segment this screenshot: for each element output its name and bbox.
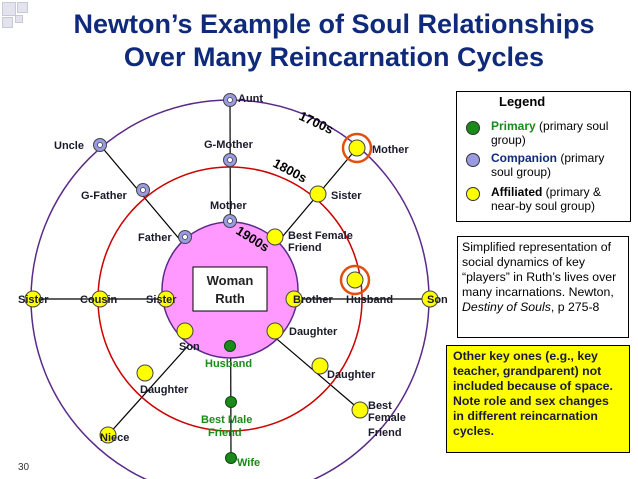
label-sister-upper: Sister xyxy=(331,190,362,202)
primary-labels: Husband Best Male Friend Wife xyxy=(201,358,260,469)
affiliated-node-son-lower xyxy=(176,322,194,340)
label-niece: Niece xyxy=(100,432,129,444)
slide-title-line2: Over Many Reincarnation Cycles xyxy=(123,42,545,72)
center-label-1: Woman xyxy=(207,273,254,288)
note-book: Destiny of Souls xyxy=(462,300,551,314)
label-brother: Brother xyxy=(293,294,333,306)
label-sister-inner: Sister xyxy=(146,294,177,306)
legend-primary-text: Primary (primary soul group) xyxy=(491,119,629,147)
callout-text: Other key ones (e.g., key teacher, grand… xyxy=(453,349,613,438)
legend-affiliated-rest: (primary & near-by soul group) xyxy=(491,185,602,213)
primary-dot-icon xyxy=(466,121,480,135)
label-uncle: Uncle xyxy=(54,140,84,152)
slide-title: Newton’s Example of Soul Relationships O… xyxy=(40,8,628,74)
legend-box: Legend Primary (primary soul group) Comp… xyxy=(456,91,631,222)
note-text: Simplified representation of social dyna… xyxy=(462,240,617,299)
label-gfather: G-Father xyxy=(81,190,128,202)
legend-primary-label: Primary xyxy=(491,119,536,133)
primary-node-wife xyxy=(225,452,237,464)
label-mother-outer: Mother xyxy=(372,144,409,156)
affiliated-dot-icon xyxy=(466,187,480,201)
companion-node-gmother-core xyxy=(227,157,233,163)
callout-box: Other key ones (e.g., key teacher, grand… xyxy=(446,345,630,453)
affiliated-node-daughter-left xyxy=(136,364,154,382)
affiliated-node-son xyxy=(421,290,439,308)
note-box: Simplified representation of social dyna… xyxy=(457,236,629,338)
primary-node-husband xyxy=(224,340,236,352)
highlight-ring-husband xyxy=(339,264,371,296)
companion-dot-icon xyxy=(466,153,480,167)
label-best-female-1: Best xyxy=(368,400,392,412)
center-box xyxy=(192,266,268,312)
note-pages: , p 275-8 xyxy=(550,300,600,314)
primary-nodes xyxy=(224,340,237,464)
label-aunt: Aunt xyxy=(238,93,263,105)
label-daughter-inner: Daughter xyxy=(289,326,338,338)
label-son-right: Son xyxy=(427,294,448,306)
affiliated-node-sister-left xyxy=(24,290,42,308)
affiliated-node-mother xyxy=(348,139,366,157)
label-best-male-friend-2: Friend xyxy=(208,427,242,439)
companion-node-gfather-core xyxy=(140,187,146,193)
corner-decoration xyxy=(0,0,32,34)
legend-title: Legend xyxy=(499,94,546,109)
affiliated-node-sister-inner xyxy=(157,290,175,308)
label-son-lower: Son xyxy=(179,341,200,353)
label-best-female-3: Friend xyxy=(368,427,402,439)
label-husband-green: Husband xyxy=(205,358,252,370)
affiliated-node-best-female xyxy=(351,401,369,419)
label-mother-inner: Mother xyxy=(210,200,247,212)
affiliated-node-sister xyxy=(309,185,327,203)
label-daughter-left: Daughter xyxy=(140,384,189,396)
companion-node-uncle-core xyxy=(97,142,103,148)
label-wife: Wife xyxy=(237,457,260,469)
page-number: 30 xyxy=(18,462,30,473)
center-label-2: Ruth xyxy=(215,291,245,306)
label-best-female-friend-1: Best Female xyxy=(288,230,353,242)
affiliated-node-daughter-inner xyxy=(266,322,284,340)
affiliated-node-daughter-right xyxy=(311,357,329,375)
affiliated-node-niece xyxy=(99,426,117,444)
legend-companion-label: Companion xyxy=(491,151,557,165)
label-best-male-friend-1: Best Male xyxy=(201,414,252,426)
affiliated-node-best-female-friend xyxy=(266,228,284,246)
ring-label-1700s: 1700s xyxy=(297,108,336,137)
label-cousin: Cousin xyxy=(80,294,118,306)
legend-primary-rest: (primary soul group) xyxy=(491,119,609,147)
label-gmother: G-Mother xyxy=(204,139,254,151)
label-best-female-2: Female xyxy=(368,412,406,424)
label-father: Father xyxy=(138,232,172,244)
label-husband-right: Husband xyxy=(346,294,393,306)
slide-title-line1: Newton’s Example of Soul Relationships xyxy=(73,9,595,39)
companion-nodes xyxy=(93,93,237,244)
label-daughter-right: Daughter xyxy=(327,369,376,381)
legend-companion-text: Companion (primary soul group) xyxy=(491,151,629,179)
companion-node-aunt-core xyxy=(227,97,233,103)
affiliated-node-brother xyxy=(285,290,303,308)
primary-node-best-male-friend xyxy=(225,396,237,408)
companion-node-mother-core xyxy=(227,218,233,224)
highlight-ring-mother xyxy=(341,132,373,164)
affiliated-nodes xyxy=(24,139,439,444)
legend-affiliated-text: Affiliated (primary & near-by soul group… xyxy=(491,185,629,213)
affiliated-node-cousin xyxy=(91,290,109,308)
legend-companion-rest: (primary soul group) xyxy=(491,151,605,179)
companion-node-father-core xyxy=(182,234,188,240)
affiliated-node-husband xyxy=(346,271,364,289)
label-best-female-friend-2: Friend xyxy=(288,242,322,254)
legend-affiliated-label: Affiliated xyxy=(491,185,543,199)
label-sister-left: Sister xyxy=(18,294,49,306)
node-labels: Aunt G-Mother Mother Uncle G-Father Fath… xyxy=(18,93,448,444)
